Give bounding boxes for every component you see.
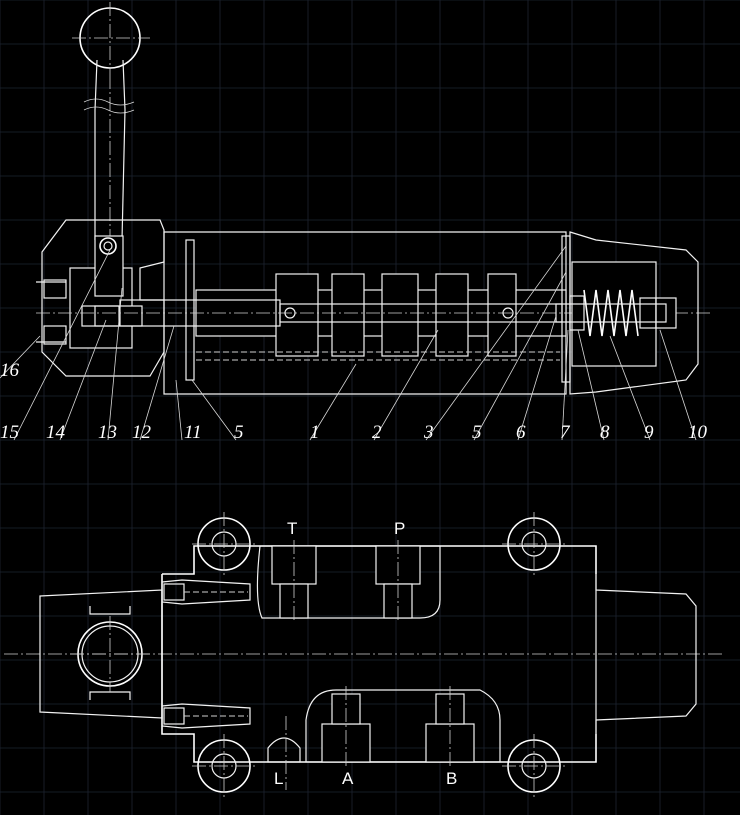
- bolt-holes: [192, 512, 566, 798]
- part-label: 7: [560, 422, 571, 443]
- part-label: 3: [423, 422, 434, 443]
- part-label: 9: [644, 422, 654, 443]
- tp-port-section: [256, 540, 441, 622]
- mounting-screws: [161, 579, 251, 729]
- part-label: 12: [132, 422, 152, 443]
- leader-lines: [0, 245, 697, 441]
- handle-knob: [72, 2, 150, 75]
- port-label-b: B: [446, 769, 457, 788]
- ab-port-section: [305, 686, 501, 768]
- part-label: 5: [234, 422, 244, 443]
- part-label: 15: [0, 422, 19, 443]
- port-label-l: L: [274, 769, 283, 788]
- port-label-t: T: [287, 519, 297, 538]
- part-label: 11: [184, 422, 202, 443]
- part-label: 10: [688, 422, 708, 443]
- port-label-a: A: [342, 769, 354, 788]
- spring-housing: [555, 231, 699, 395]
- part-label: 16: [0, 360, 20, 381]
- right-end-cap: [595, 574, 697, 734]
- handle-lever: [83, 59, 135, 330]
- part-labels: 16 15 14 13 12 11 5 1 2 3 5 6 7 8 9 10: [0, 360, 708, 443]
- left-cap-housing: [36, 219, 165, 377]
- part-label: 1: [310, 422, 320, 443]
- part-label: 14: [46, 422, 66, 443]
- part-label: 5: [472, 422, 482, 443]
- port-label-p: P: [394, 519, 405, 538]
- part-label: 6: [516, 422, 526, 443]
- drain-port: [267, 716, 301, 790]
- section-view: 16 15 14 13 12 11 5 1 2 3 5 6 7 8 9 10: [0, 2, 712, 443]
- plan-view: T P L A B: [4, 512, 722, 798]
- part-label: 13: [98, 422, 117, 443]
- part-label: 8: [600, 422, 610, 443]
- part-label: 2: [372, 422, 382, 443]
